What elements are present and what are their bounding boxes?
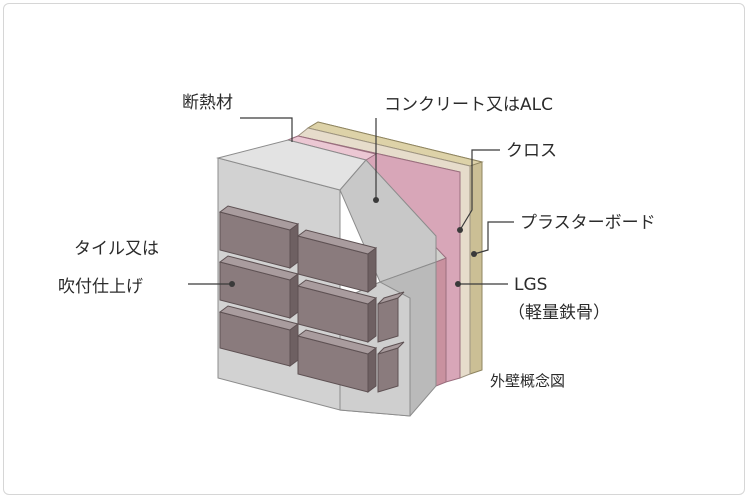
- leader-dot-concrete: [373, 197, 379, 203]
- leader-dot-lgs: [455, 281, 461, 287]
- tile: [377, 341, 405, 393]
- label-plaster-board: プラスターボード: [520, 213, 656, 233]
- leader-dot-tile: [229, 281, 235, 287]
- tile: [296, 329, 378, 393]
- insulation-layer: [286, 135, 461, 387]
- label-concrete-alc: コンクリート又はALC: [384, 95, 553, 115]
- diagram-caption: 外壁概念図: [490, 372, 565, 390]
- leader-insulation: [240, 117, 293, 142]
- tile: [218, 305, 300, 367]
- tile: [377, 291, 405, 343]
- label-insulation: 断熱材: [182, 93, 233, 113]
- label-cloth: クロス: [506, 141, 557, 161]
- label-tile-line2: 吹付仕上げ: [58, 277, 143, 297]
- tile-finish: [218, 205, 405, 393]
- label-lgs: LGS: [514, 275, 547, 295]
- leader-cloth: [459, 149, 500, 231]
- tile: [296, 229, 378, 293]
- label-lgs-note: （軽量鉄骨）: [508, 303, 610, 323]
- tile: [296, 279, 378, 343]
- leader-dot-plaster-board: [471, 251, 477, 257]
- tile: [218, 255, 300, 319]
- leader-plaster-board: [473, 221, 514, 255]
- leader-lines: [188, 117, 514, 287]
- tile: [218, 205, 300, 269]
- label-tile-line1: タイル又は: [74, 239, 159, 259]
- leader-dot-cloth: [457, 227, 463, 233]
